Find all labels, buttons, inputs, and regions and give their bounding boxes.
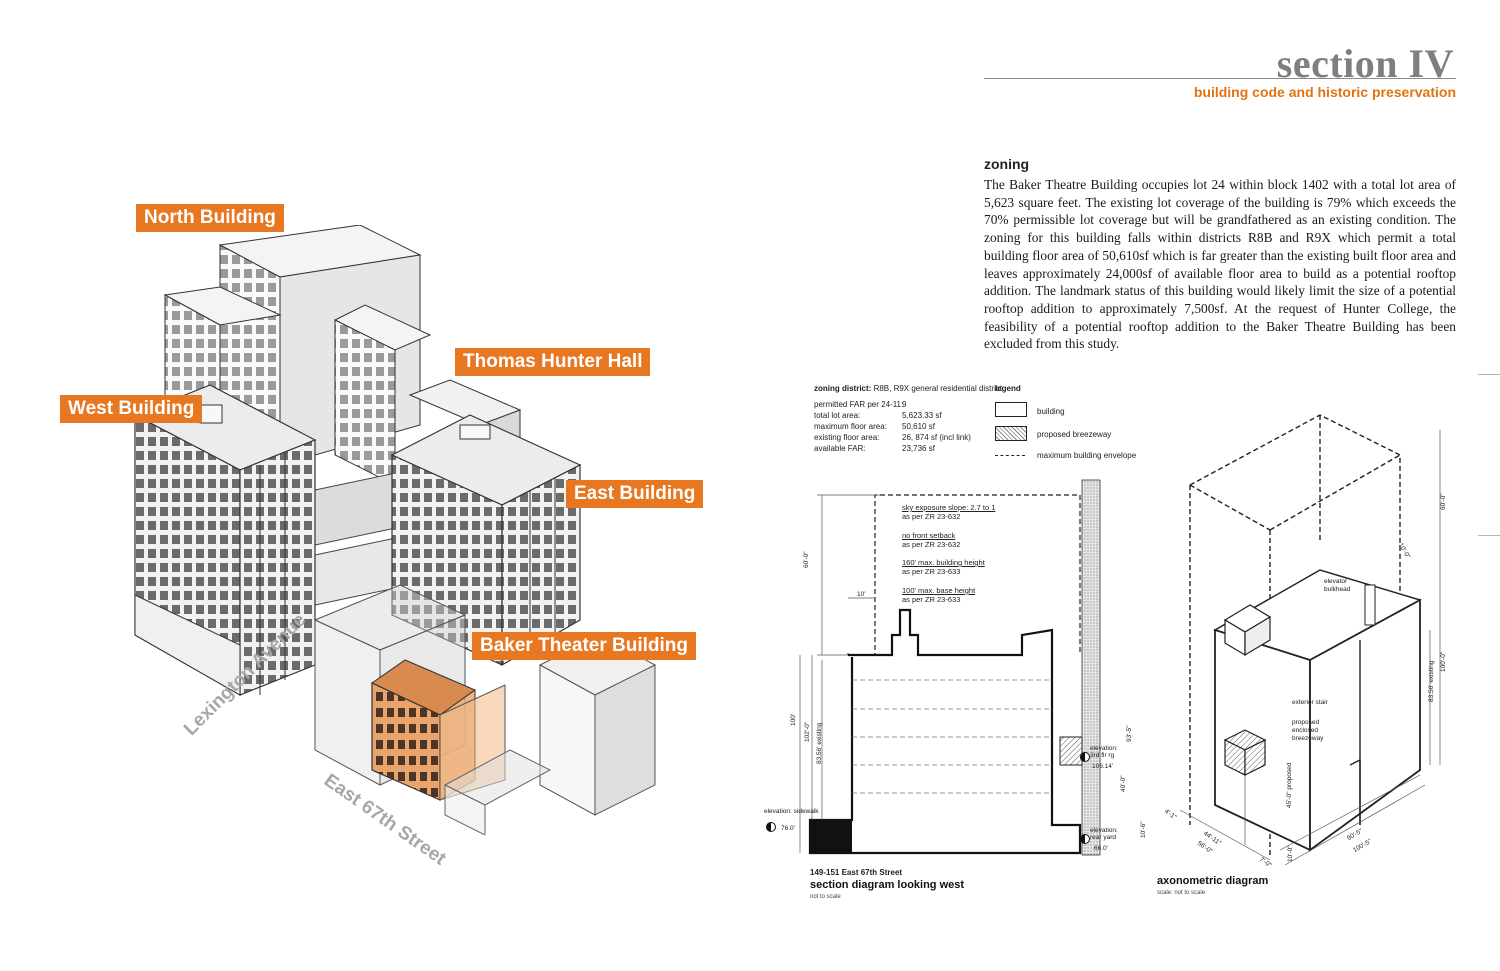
elevation-third-value: 106.14' bbox=[1092, 763, 1114, 770]
section-caption-note: not to scale bbox=[810, 894, 841, 900]
axo-dim-45: 45'-0" proposed bbox=[1286, 762, 1293, 808]
legend-building-label: building bbox=[1037, 407, 1065, 416]
section-dim-60: 60'-0" bbox=[803, 551, 810, 568]
elevation-third-label: elevation: 3rd flr rg bbox=[1090, 745, 1118, 759]
baker-theater-building-label: Baker Theater Building bbox=[472, 632, 696, 660]
west-building-label: West Building bbox=[60, 395, 203, 423]
zoning-heading: zoning bbox=[984, 156, 1030, 172]
elevation-sidewalk-value: 76.0' bbox=[781, 825, 795, 832]
elevation-rear-value: 66.0' bbox=[1094, 845, 1108, 852]
section-caption-address: 149-151 East 67th Street bbox=[810, 868, 903, 877]
zoning-row: available FAR:23,736 sf bbox=[814, 444, 935, 453]
section-dim-93: 93'-5" bbox=[1126, 725, 1133, 742]
legend-building-swatch bbox=[995, 402, 1027, 417]
axo-caption-note: scale: not to scale bbox=[1157, 890, 1206, 896]
section-dim-10: 10' bbox=[857, 591, 866, 598]
header-rule bbox=[984, 78, 1456, 79]
zoning-district-row: zoning district: R8B, R9X general reside… bbox=[814, 384, 1002, 393]
axo-dim-10b: 10'-0" bbox=[1287, 845, 1294, 862]
zoning-district-value: R8B, R9X general residential district bbox=[873, 384, 1003, 393]
legend-title: legend bbox=[995, 384, 1021, 393]
section-caption-title: section diagram looking west bbox=[810, 879, 965, 891]
legend-breezeway-swatch bbox=[995, 426, 1027, 441]
section-dim-40: 40'-0" bbox=[1120, 775, 1127, 792]
elevation-marker-icon bbox=[766, 822, 776, 832]
zoning-row: existing floor area:26, 874 sf (incl lin… bbox=[814, 433, 971, 442]
section-dim-102: 102'-0" bbox=[804, 721, 811, 742]
campus-isometric-illustration bbox=[133, 225, 657, 835]
axo-dim-60: 60'-0" bbox=[1440, 493, 1447, 510]
zoning-row: permitted FAR per 24-11:9 bbox=[814, 400, 907, 409]
axo-caption-title: axonometric diagram bbox=[1157, 875, 1269, 887]
zoning-paragraph: The Baker Theatre Building occupies lot … bbox=[984, 177, 1456, 352]
zoning-row: total lot area:5,623.33 sf bbox=[814, 411, 942, 420]
zoning-table: permitted FAR per 24-11:9 total lot area… bbox=[814, 400, 971, 455]
zoning-district-label: zoning district: bbox=[814, 384, 872, 393]
elevation-rear-label: elevation: rear yard bbox=[1090, 827, 1118, 841]
legend-envelope-label: maximum building envelope bbox=[1037, 451, 1137, 460]
east-building-label: East Building bbox=[566, 480, 704, 508]
axonometric-diagram-drawing bbox=[1179, 414, 1441, 866]
thomas-hunter-hall-label: Thomas Hunter Hall bbox=[455, 348, 651, 376]
elevation-sidewalk-label: elevation: sidewalk bbox=[764, 808, 819, 815]
axo-dim-100: 100'-0" bbox=[1440, 651, 1447, 672]
section-dim-10b: 10'-6" bbox=[1140, 821, 1147, 838]
axo-callout-breezeway: proposed enclosed breezeway bbox=[1292, 719, 1324, 742]
section-diagram-drawing bbox=[799, 479, 1101, 856]
section-dim-83: 83.56' existing bbox=[816, 722, 823, 764]
section-subtitle: building code and historic preservation bbox=[1193, 84, 1456, 100]
legend-envelope-swatch bbox=[995, 455, 1025, 456]
elevation-marker-icon bbox=[1080, 752, 1090, 762]
page-edge-tick-bottom bbox=[1478, 535, 1500, 536]
legend-breezeway-label: proposed breezeway bbox=[1037, 430, 1112, 439]
axo-dim-83: 83.56' existing bbox=[1428, 660, 1435, 702]
north-building-label: North Building bbox=[136, 204, 284, 232]
axo-callout-bulkhead: elevator bulkhead bbox=[1324, 578, 1351, 593]
elevation-marker-icon bbox=[1080, 834, 1090, 844]
section-title: section IV bbox=[1276, 41, 1454, 86]
zoning-row: maximum floor area:50,610 sf bbox=[814, 422, 935, 431]
axo-callout-stair: exterior stair bbox=[1292, 699, 1328, 706]
page-edge-tick-top bbox=[1478, 374, 1500, 375]
section-dim-100: 100' bbox=[790, 713, 797, 726]
